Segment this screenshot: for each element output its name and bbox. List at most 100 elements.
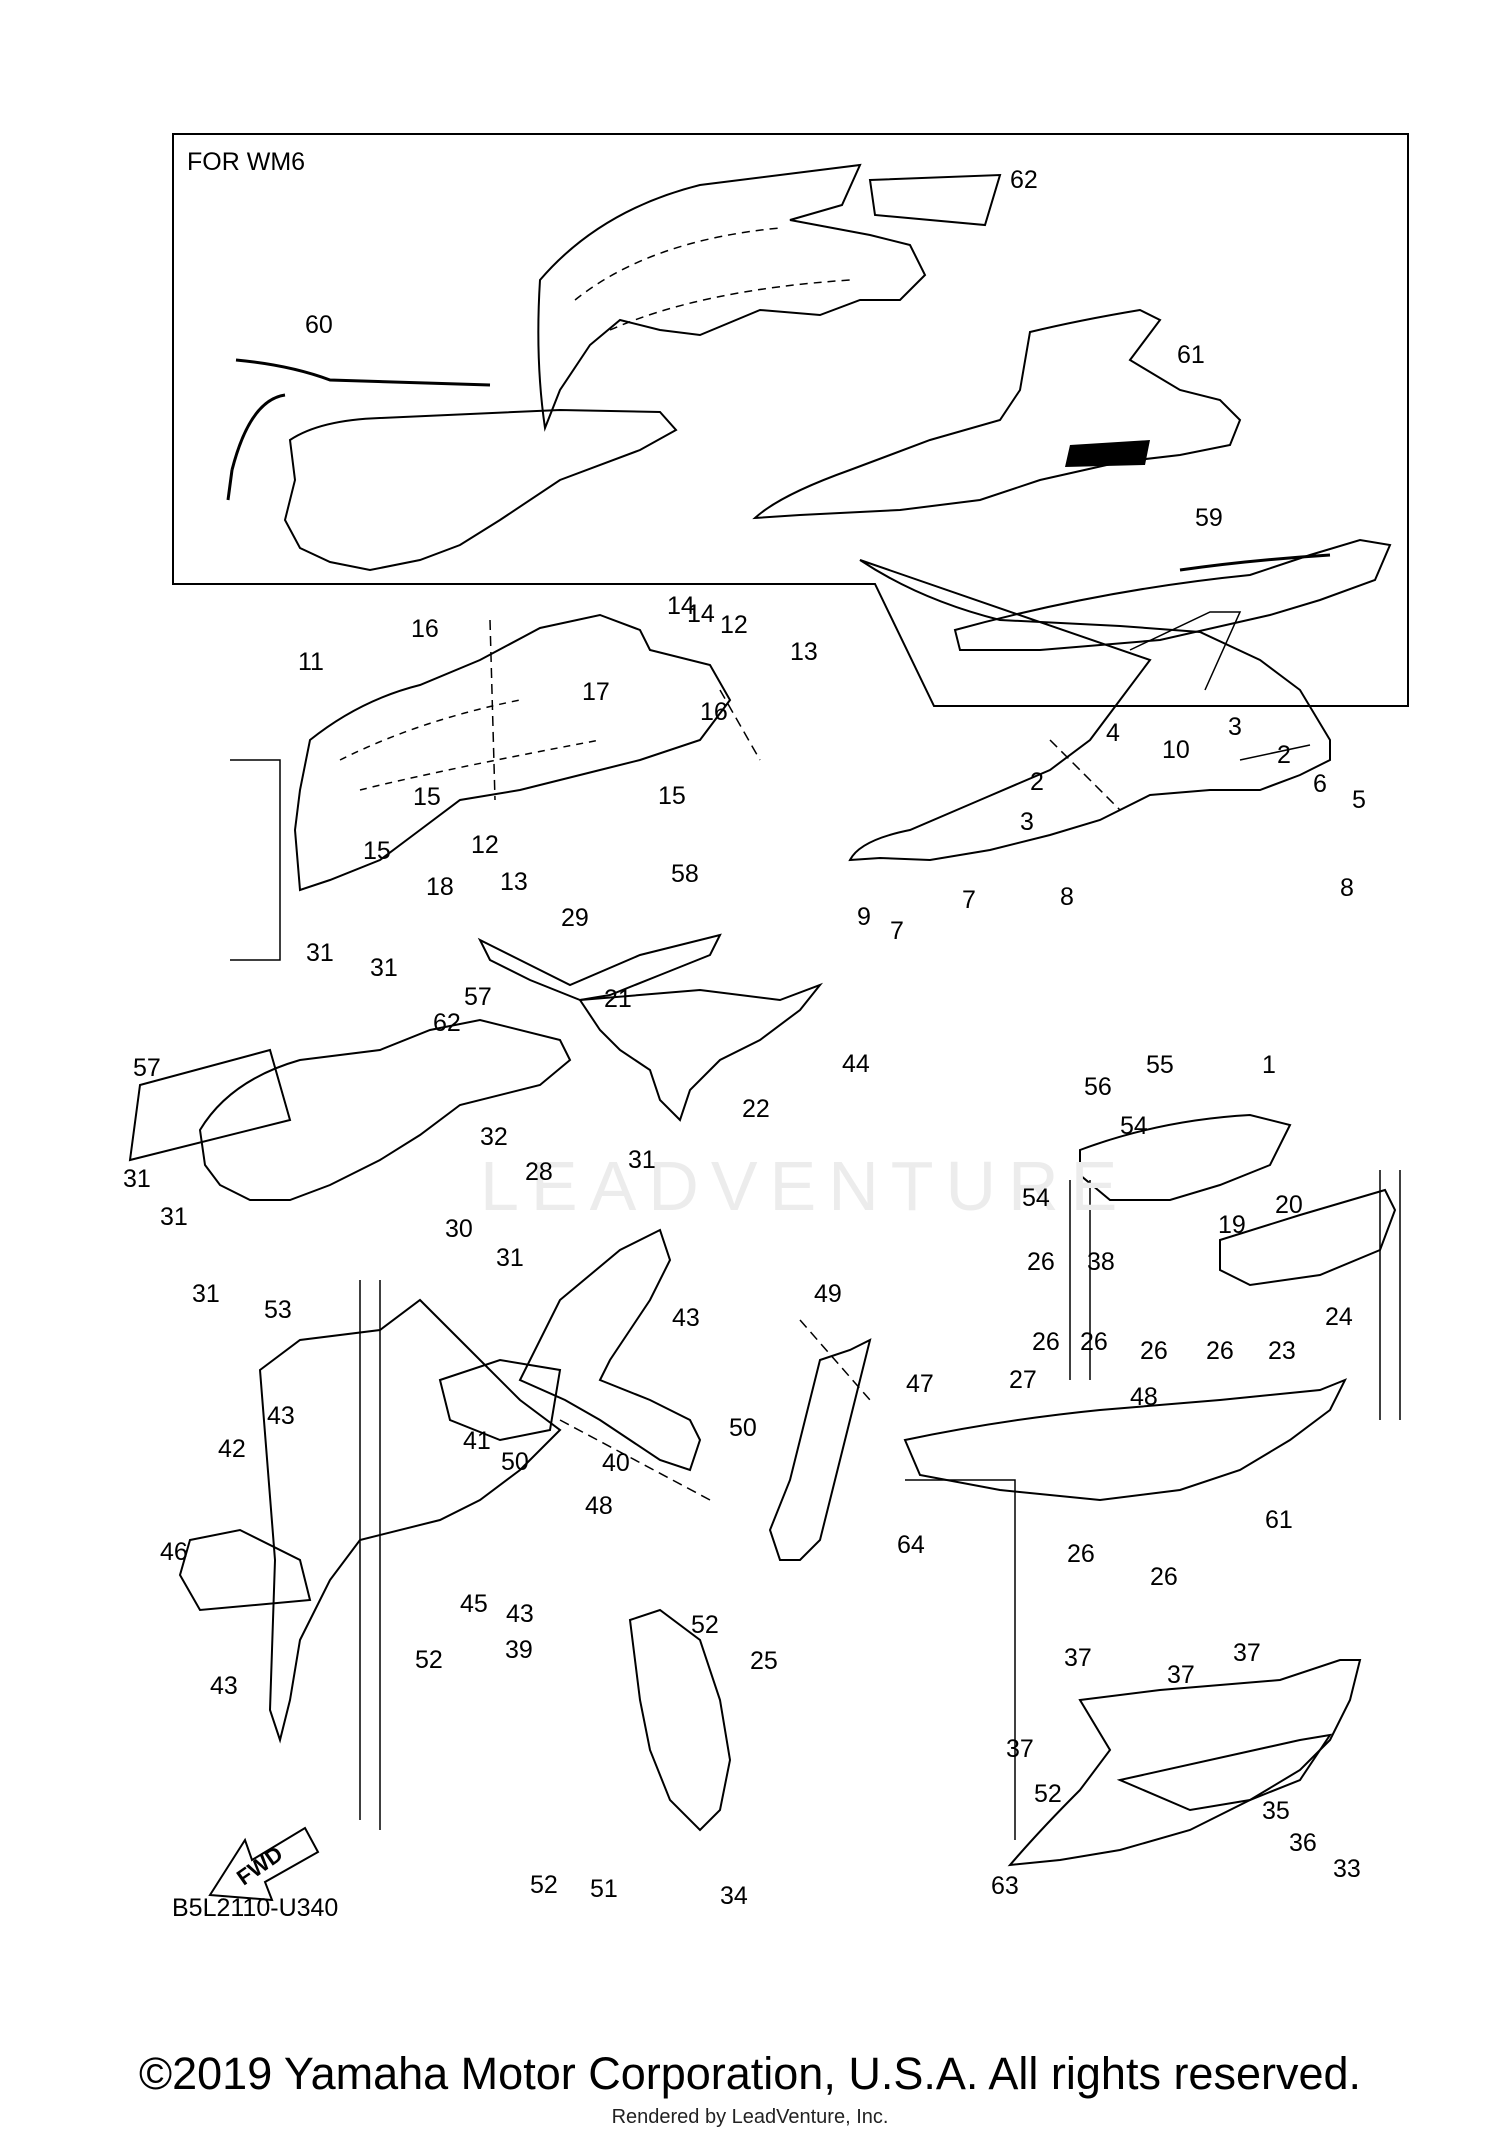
callout-number: 50 <box>501 1448 529 1476</box>
callout-number: 26 <box>1206 1337 1234 1365</box>
fwd-arrow-icon <box>208 1826 320 1902</box>
callout-number: 19 <box>1218 1211 1246 1239</box>
callout-number: 45 <box>460 1590 488 1618</box>
part-inner-panel-21 <box>578 982 824 1122</box>
part-undercowl-33 <box>1007 1659 1362 1867</box>
part-upper-cowl <box>293 613 732 892</box>
part-bracket-49 <box>518 1228 702 1472</box>
callout-number: 63 <box>991 1872 1019 1900</box>
callout-number: 2 <box>1030 768 1044 796</box>
callout-number: 15 <box>363 837 391 865</box>
callout-number: 3 <box>1228 713 1242 741</box>
callout-number: 13 <box>790 638 818 666</box>
callout-number: 48 <box>585 1492 613 1520</box>
callout-number: 37 <box>1233 1639 1261 1667</box>
diagram-code: B5L2110-U340 <box>172 1894 339 1922</box>
callout-number: 34 <box>720 1882 748 1910</box>
callout-number: 26 <box>1080 1328 1108 1356</box>
callout-number: 52 <box>1034 1780 1062 1808</box>
assembly-lines <box>230 759 1401 1840</box>
callout-number: 4 <box>1106 719 1120 747</box>
callout-number: 29 <box>561 904 589 932</box>
inset-lower-strip <box>953 538 1392 651</box>
callout-number: 23 <box>1268 1337 1296 1365</box>
part-bracket-47 <box>768 1338 872 1561</box>
callout-number: 43 <box>672 1304 700 1332</box>
callout-number: 43 <box>210 1672 238 1700</box>
part-decal-23 <box>903 1378 1348 1502</box>
callout-number: 40 <box>602 1449 630 1477</box>
callout-number: 32 <box>480 1123 508 1151</box>
callout-number: 24 <box>1325 1303 1353 1331</box>
part-decal-63 <box>1116 1733 1333 1812</box>
callout-number: 48 <box>1130 1383 1158 1411</box>
part-inner-panel-56 <box>477 933 722 1002</box>
part-decal-62-left <box>128 1048 292 1162</box>
callout-number: 26 <box>1027 1248 1055 1276</box>
callout-number: 14 <box>667 592 695 620</box>
callout-number: 5 <box>1352 786 1366 814</box>
inset-frame <box>172 133 1409 707</box>
callout-number: 62 <box>433 1009 461 1037</box>
callout-number: 47 <box>906 1370 934 1398</box>
callout-number: 26 <box>1140 1337 1168 1365</box>
callout-number: 57 <box>133 1054 161 1082</box>
inset-side-right <box>752 308 1242 520</box>
callout-number: 1 <box>1262 1051 1276 1079</box>
callout-number: 22 <box>742 1095 770 1123</box>
callout-number: 58 <box>671 860 699 888</box>
callout-number: 18 <box>426 873 454 901</box>
part-decal-19 <box>1219 1188 1397 1287</box>
callout-number: 39 <box>505 1636 533 1664</box>
callout-number: 30 <box>445 1215 473 1243</box>
callout-number: 54 <box>1120 1112 1148 1140</box>
callout-number: 38 <box>1087 1248 1115 1276</box>
callout-number: 56 <box>1084 1073 1112 1101</box>
callout-number: 26 <box>1032 1328 1060 1356</box>
callout-number: 27 <box>1009 1366 1037 1394</box>
callout-number: 31 <box>192 1280 220 1308</box>
callout-number: 26 <box>1067 1540 1095 1568</box>
inset-decal-62 <box>868 173 1002 227</box>
callout-number: 12 <box>720 611 748 639</box>
callout-number: 16 <box>411 615 439 643</box>
leader-lines <box>489 619 1121 1501</box>
callout-number: 8 <box>1060 883 1074 911</box>
callout-number: 15 <box>413 783 441 811</box>
callout-number: 37 <box>1006 1735 1034 1763</box>
callout-number: 31 <box>628 1146 656 1174</box>
callout-number: 43 <box>506 1600 534 1628</box>
callout-number: 31 <box>496 1244 524 1272</box>
callout-number: 55 <box>1146 1051 1174 1079</box>
callout-number: 41 <box>463 1427 491 1455</box>
callout-number: 6 <box>1313 770 1327 798</box>
part-lower-cowl-39 <box>258 1298 562 1744</box>
callout-number: 11 <box>298 648 324 676</box>
callout-number: 26 <box>1150 1563 1178 1591</box>
part-decal-64 <box>178 1528 312 1612</box>
callout-number: 62 <box>1010 166 1038 194</box>
callout-number: 44 <box>842 1050 870 1078</box>
callout-number: 31 <box>306 939 334 967</box>
callout-number: 52 <box>691 1611 719 1639</box>
callout-number: 14 <box>687 600 715 628</box>
callout-number: 36 <box>1289 1829 1317 1857</box>
callout-number: 53 <box>264 1296 292 1324</box>
watermark: LEADVENTURE <box>480 1147 1130 1225</box>
part-frame-28 <box>198 1018 572 1201</box>
callout-number: 37 <box>1064 1644 1092 1672</box>
callout-number: 37 <box>1167 1661 1195 1689</box>
callout-number: 2 <box>1277 741 1291 769</box>
rendered-by: Rendered by LeadVenture, Inc. <box>611 2106 889 2128</box>
callout-number: 10 <box>1162 736 1190 764</box>
callout-number: 20 <box>1275 1191 1303 1219</box>
copyright: ©2019 Yamaha Motor Corporation, U.S.A. A… <box>138 2048 1362 2099</box>
callout-number: 7 <box>962 886 976 914</box>
callout-number: 8 <box>1340 874 1354 902</box>
callout-number: 7 <box>890 917 904 945</box>
callout-number: 21 <box>604 985 632 1013</box>
inset-label: FOR WM6 <box>187 148 306 176</box>
callout-number: 49 <box>814 1280 842 1308</box>
callout-number: 43 <box>267 1402 295 1430</box>
